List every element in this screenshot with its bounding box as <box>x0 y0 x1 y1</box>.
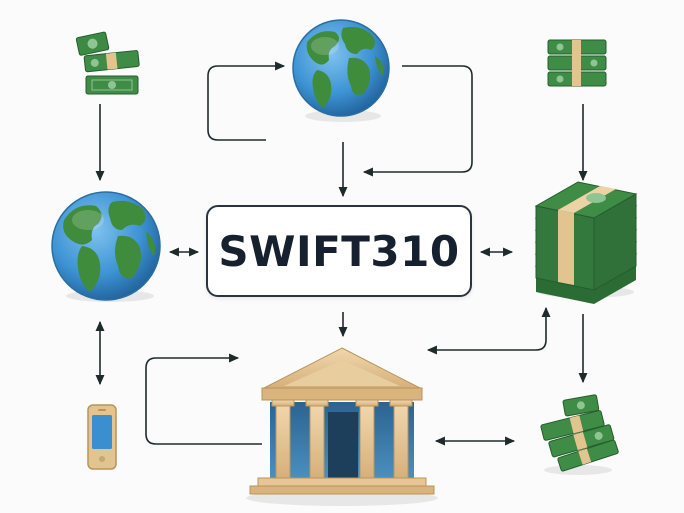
cash-bundle-icon <box>540 394 619 475</box>
swift-label: SWIFT310 <box>218 226 460 276</box>
swift-label-box: SWIFT310 <box>206 205 472 297</box>
globe-icon <box>51 191 161 302</box>
bank-building-icon <box>246 347 438 506</box>
arrow-bank-loop <box>145 353 262 445</box>
arrow-loop-right <box>362 65 473 177</box>
mobile-phone-icon <box>87 404 117 470</box>
globe-icon <box>292 19 390 122</box>
cash-bundle-icon <box>75 31 140 95</box>
arrow-to-money-stack <box>426 306 551 355</box>
money-stack-icon <box>534 181 638 304</box>
arrow-loop-left <box>207 61 286 141</box>
connector-arrows <box>95 61 588 446</box>
money-stack-icon <box>547 39 607 87</box>
